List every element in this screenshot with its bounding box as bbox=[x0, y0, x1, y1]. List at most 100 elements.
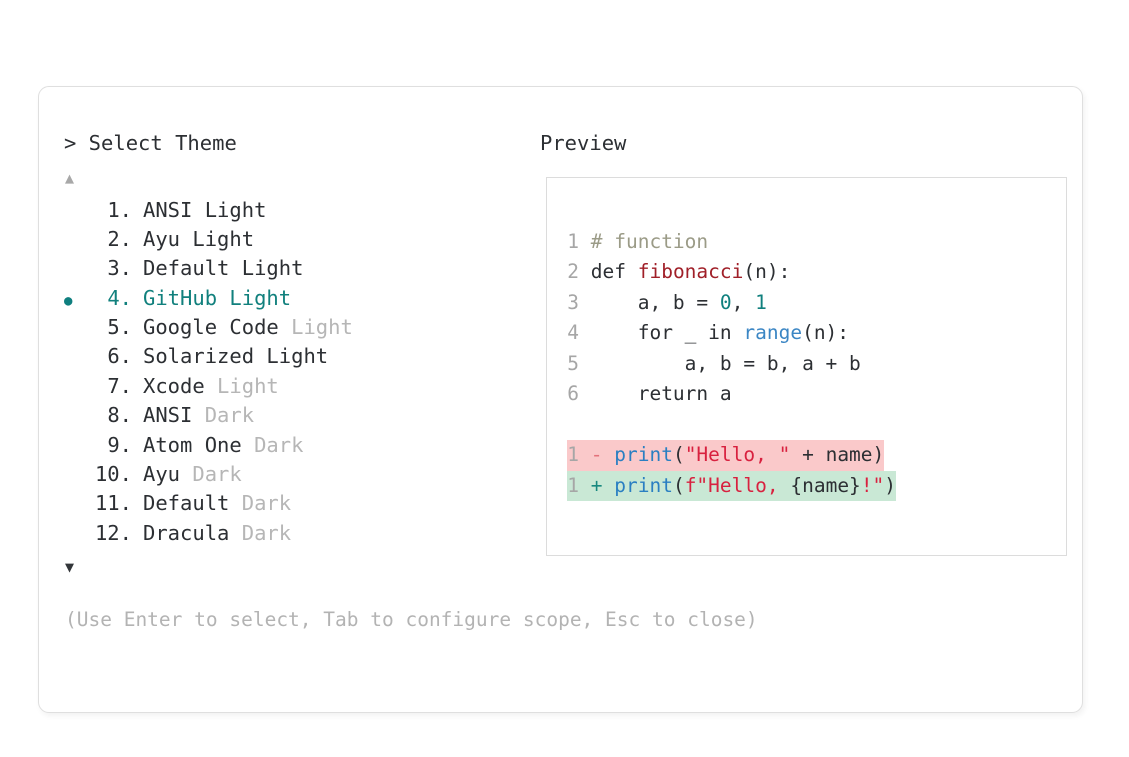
theme-list-item[interactable]: 10. Ayu Dark bbox=[64, 460, 540, 489]
diff-line-number: 1 bbox=[567, 473, 579, 497]
code-line-number: 6 bbox=[567, 382, 579, 405]
theme-item-name: Ayu Light bbox=[143, 226, 255, 251]
theme-item-number: 6. bbox=[107, 344, 132, 369]
scroll-up-icon[interactable]: ▲ bbox=[65, 168, 75, 187]
theme-item-name: Solarized Light bbox=[143, 344, 329, 369]
theme-item-name: Default bbox=[143, 491, 230, 516]
code-token-plain: a, b = bbox=[590, 290, 720, 314]
theme-list-item[interactable]: 6. Solarized Light bbox=[64, 342, 540, 371]
theme-item-name: GitHub Light bbox=[143, 285, 292, 310]
code-line: 5 a, b = b, a + b bbox=[567, 349, 861, 380]
theme-selector-column: > Select Theme ▲ 1. ANSI Light 2. Ayu Light… bbox=[64, 131, 758, 632]
theme-item-variant: Dark bbox=[180, 462, 242, 487]
code-token-plain: a, b = b, a + b bbox=[590, 351, 861, 375]
code-token-builtin: range bbox=[743, 321, 803, 344]
theme-selector-card: > Select Theme ▲ 1. ANSI Light 2. Ayu Light… bbox=[38, 86, 1083, 713]
theme-list-item[interactable]: 7.Xcode Light bbox=[64, 372, 540, 401]
prompt-label: > Select Theme bbox=[64, 131, 237, 155]
code-token-plain: (n): bbox=[743, 260, 791, 283]
theme-item-name: Dracula bbox=[143, 520, 230, 545]
theme-list[interactable]: 1. ANSI Light 2. Ayu Light 3. Default Light ● 4… bbox=[64, 196, 540, 549]
code-token-call: print bbox=[614, 443, 673, 466]
theme-item-number: 3. bbox=[107, 256, 132, 281]
diff-line-del: 1 - print("Hello, " + name) bbox=[567, 440, 885, 471]
theme-item-number: 9. bbox=[107, 432, 132, 457]
theme-item-name: Atom One bbox=[143, 432, 242, 457]
theme-item-name: Ayu bbox=[143, 462, 181, 487]
theme-item-number: 2. bbox=[107, 226, 132, 251]
code-token-plain: (n): bbox=[802, 321, 850, 344]
theme-list-item[interactable]: 12. Dracula Dark bbox=[64, 519, 540, 548]
code-gutter-space bbox=[579, 230, 591, 253]
code-token-call: print bbox=[614, 473, 673, 497]
theme-item-variant: Light bbox=[278, 315, 353, 340]
code-line: 2 def fibonacci(n): bbox=[567, 257, 790, 288]
preview-label: Preview bbox=[540, 131, 627, 155]
theme-item-number: 8. bbox=[107, 403, 132, 428]
code-token-plain: ( bbox=[672, 443, 685, 466]
code-token-string: "Hello, " bbox=[684, 443, 791, 466]
theme-list-item[interactable]: 11. Default Dark bbox=[64, 489, 540, 518]
code-token-plain: def bbox=[590, 260, 638, 283]
theme-item-variant: Dark bbox=[229, 520, 292, 545]
theme-list-item[interactable]: ● 4. GitHub Light bbox=[64, 284, 540, 313]
code-line: 3 a, b = 0, 1 bbox=[567, 288, 767, 319]
theme-item-variant: Dark bbox=[192, 403, 255, 428]
theme-item-number: 11. bbox=[94, 491, 132, 516]
code-line-number: 5 bbox=[567, 351, 579, 375]
code-token-plain: , bbox=[731, 290, 756, 314]
theme-item-name: Default Light bbox=[143, 256, 304, 281]
close-window-button[interactable] bbox=[28, 29, 45, 46]
theme-item-number: 10. bbox=[94, 462, 132, 487]
theme-item-name: Google Code bbox=[143, 315, 279, 340]
code-line-number: 1 bbox=[567, 229, 579, 253]
code-blank-line bbox=[567, 410, 579, 441]
theme-item-name: ANSI Light bbox=[143, 197, 267, 222]
diff-line-number: 1 bbox=[567, 443, 579, 466]
code-gutter-space bbox=[579, 382, 591, 405]
keyboard-hint: (Use Enter to select, Tab to configure s… bbox=[65, 608, 758, 632]
theme-item-variant: Light bbox=[204, 373, 279, 398]
code-token-plain: + name) bbox=[790, 443, 885, 466]
theme-list-item[interactable]: 2. Ayu Light bbox=[64, 225, 540, 254]
code-token-string: f"Hello, bbox=[684, 473, 791, 497]
theme-list-item[interactable]: 5.Google Code Light bbox=[64, 313, 540, 342]
theme-item-number: 1. bbox=[107, 197, 132, 222]
theme-item-variant: Dark bbox=[229, 491, 292, 516]
theme-item-name: ANSI bbox=[143, 403, 193, 428]
theme-item-number: 12. bbox=[94, 520, 132, 545]
card-body: > Select Theme ▲ 1. ANSI Light 2. Ayu Light… bbox=[64, 133, 1082, 630]
code-token-plain: ( bbox=[672, 473, 685, 497]
code-gutter-space bbox=[579, 291, 591, 314]
code-line: 6 return a bbox=[567, 379, 732, 410]
diff-line-add: 1 + print(f"Hello, {name}!") bbox=[567, 470, 897, 501]
theme-list-item[interactable]: 8. ANSI Dark bbox=[64, 401, 540, 430]
scroll-down-icon[interactable]: ▼ bbox=[65, 558, 75, 577]
selected-bullet-icon: ● bbox=[64, 292, 73, 309]
code-line-number: 4 bbox=[567, 321, 579, 344]
theme-item-variant: Dark bbox=[241, 432, 304, 457]
diff-sign-del: - bbox=[579, 443, 615, 466]
maximize-window-button[interactable] bbox=[98, 29, 115, 46]
code-token-plain: for _ in bbox=[590, 321, 744, 344]
code-token-plain: return a bbox=[590, 382, 732, 405]
code-gutter-space bbox=[579, 260, 591, 283]
code-line-number: 2 bbox=[567, 260, 579, 283]
code-token-func: fibonacci bbox=[637, 260, 744, 283]
theme-list-item[interactable]: 9. Atom One Dark bbox=[64, 431, 540, 460]
theme-list-item[interactable]: 3. Default Light bbox=[64, 254, 540, 283]
code-gutter-space bbox=[579, 352, 591, 375]
code-token-string: !" bbox=[860, 473, 885, 497]
minimize-window-button[interactable] bbox=[63, 29, 80, 46]
code-line: 1 # function bbox=[567, 227, 708, 258]
theme-list-item[interactable]: 1. ANSI Light bbox=[64, 196, 540, 225]
theme-item-number: 4. bbox=[107, 285, 132, 310]
code-token-plain: ) bbox=[884, 473, 897, 497]
code-token-comment: # function bbox=[590, 229, 709, 253]
code-gutter-space bbox=[579, 321, 591, 344]
code-token-plain: {name} bbox=[790, 473, 861, 497]
code-token-number: 0 bbox=[719, 290, 732, 314]
code-line-number: 3 bbox=[567, 290, 579, 314]
